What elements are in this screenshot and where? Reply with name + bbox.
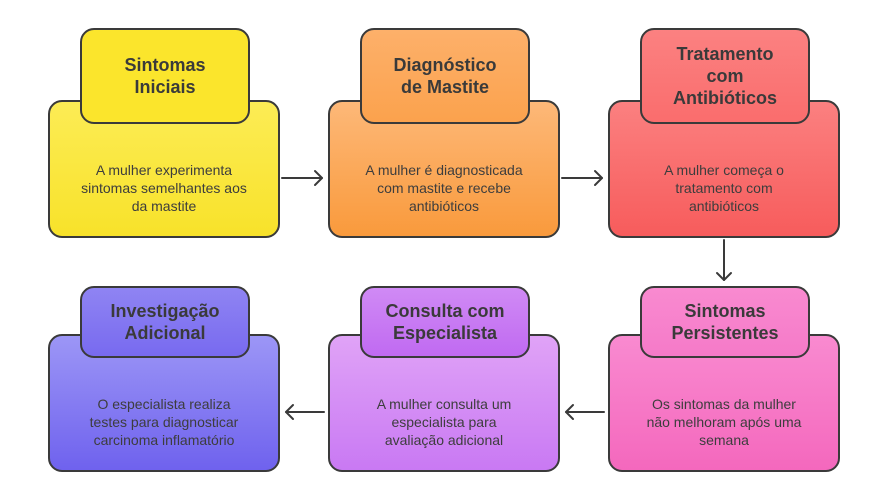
arrow-right-icon (281, 170, 323, 186)
step-title: Investigação Adicional (110, 301, 220, 343)
step-description: A mulher consulta um especialista para a… (376, 396, 512, 448)
step-title-tab: Sintomas Iniciais (80, 28, 250, 124)
step-title-tab: Sintomas Persistentes (640, 286, 810, 358)
step-title-tab: Diagnóstico de Mastite (360, 28, 530, 124)
step-title: Sintomas Iniciais (124, 55, 206, 97)
arrow-down-icon (716, 239, 732, 281)
step-description: A mulher experimenta sintomas semelhante… (81, 162, 247, 214)
step-title-tab: Consulta com Especialista (360, 286, 530, 358)
step-description: Os sintomas da mulher não melhoram após … (646, 396, 802, 448)
step-description: O especialista realiza testes para diagn… (89, 396, 239, 448)
step-title-tab: Tratamento com Antibióticos (640, 28, 810, 124)
step-card-investigacao: O especialista realiza testes para diagn… (48, 334, 280, 472)
arrow-right-icon (561, 170, 603, 186)
step-description: A mulher é diagnosticada com mastite e r… (365, 162, 523, 214)
step-card-consulta: A mulher consulta um especialista para a… (328, 334, 560, 472)
step-description: A mulher começa o tratamento com antibió… (664, 162, 784, 214)
step-title: Diagnóstico de Mastite (393, 55, 497, 97)
step-title: Consulta com Especialista (385, 301, 505, 343)
arrow-left-icon (565, 404, 605, 420)
step-title: Tratamento com Antibióticos (673, 44, 777, 108)
step-title: Sintomas Persistentes (671, 301, 779, 343)
arrow-left-icon (285, 404, 325, 420)
step-title-tab: Investigação Adicional (80, 286, 250, 358)
